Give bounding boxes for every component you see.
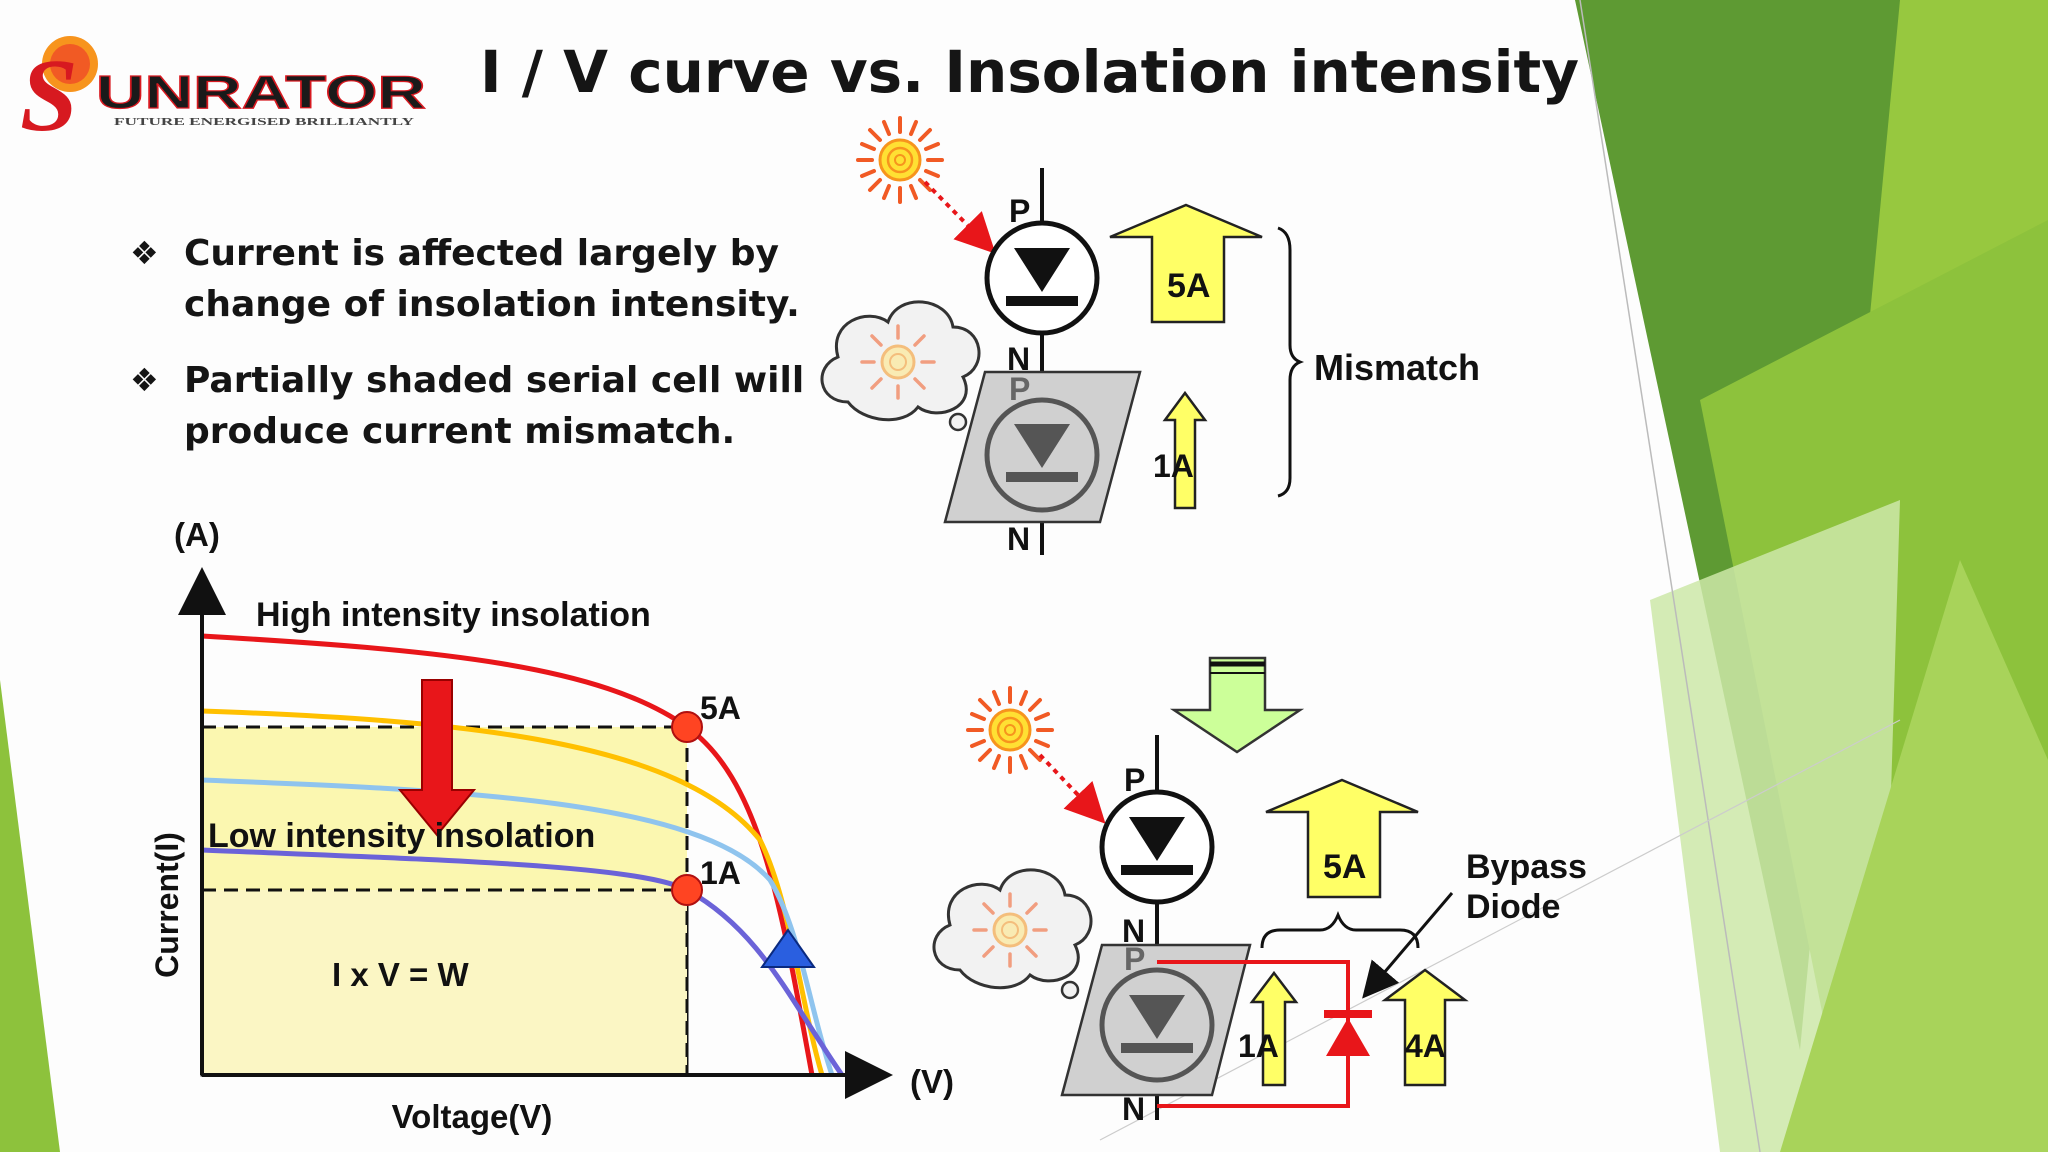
diode-circle-shaded	[1099, 967, 1215, 1083]
diode-circle-shaded	[984, 397, 1100, 513]
green-left-sliver	[0, 680, 60, 1152]
yellow-arrow-4a	[1381, 968, 1469, 1087]
bullet-list: ❖ Current is affected largely by change …	[128, 228, 848, 482]
diode-symbol-shaded	[1014, 424, 1070, 468]
bottom-cell-diagram: P N P N 5A 1A 4A Bypass Diode	[932, 686, 1587, 1127]
logo-tagline: FUTURE ENERGISED BRILLIANTLY	[114, 117, 415, 128]
sunlight-dotted-arrow	[923, 180, 996, 254]
diode-symbol-lit	[1014, 248, 1070, 292]
current-label-4a: 4A	[1405, 1028, 1446, 1064]
diode-symbol-lit	[1129, 817, 1185, 861]
y-axis-label: Current(I)	[149, 832, 185, 978]
diode-symbol-shaded	[1129, 995, 1185, 1039]
diode-bar-lit	[1006, 296, 1078, 306]
n-label: N	[1122, 913, 1145, 949]
bullet-item: ❖ Current is affected largely by change …	[128, 228, 848, 330]
blue-triangle-marker	[760, 928, 816, 968]
mismatch-brace	[1277, 226, 1305, 498]
cloud-icon	[820, 300, 981, 432]
bypass-pointer	[1362, 892, 1454, 999]
max-power-point-high	[671, 711, 703, 743]
deco-line-2	[1099, 719, 1901, 1141]
diamond-bullet-icon: ❖	[130, 234, 159, 272]
red-down-arrow	[397, 679, 477, 837]
bullet-text: Current is affected largely by change of…	[184, 233, 800, 325]
curve-lower-mid	[201, 777, 835, 1076]
p-label: P	[1009, 193, 1030, 229]
bypass-diode-label-line2: Diode	[1466, 888, 1560, 926]
bypass-diode-icon	[1326, 1018, 1370, 1056]
cloud-icon	[932, 868, 1093, 1000]
current-label-1a: 1A	[1238, 1028, 1279, 1064]
power-formula-label: I x V = W	[332, 956, 469, 993]
deco-line	[1579, 0, 1761, 1152]
logo-brand: UNRATOR	[96, 66, 426, 118]
mismatch-label: Mismatch	[1314, 347, 1480, 388]
iv-chart: (A) (V) Current(I) Voltage(V) High inten…	[149, 516, 954, 1135]
point-label-low: 1A	[700, 855, 741, 891]
yellow-arrow-1a	[1249, 970, 1299, 1087]
x-unit-label: (V)	[910, 1063, 954, 1100]
sunlight-dotted-arrow	[1038, 753, 1106, 824]
low-intensity-label: Low intensity insolation	[208, 817, 595, 855]
current-label-5a: 5A	[1323, 848, 1366, 886]
curve-low-intensity	[201, 847, 845, 1077]
high-intensity-label: High intensity insolation	[256, 596, 651, 634]
p-label: P	[1124, 762, 1145, 798]
bullet-text: Partially shaded serial cell will produc…	[184, 360, 805, 452]
current-label-1a: 1A	[1153, 448, 1194, 484]
diode-bar-shaded	[1121, 1043, 1193, 1053]
bypass-diode-bar	[1324, 1010, 1372, 1018]
diode-bar-lit	[1121, 865, 1193, 875]
x-axis-label: Voltage(V)	[392, 1098, 553, 1135]
top-cell-diagram: P N P N 5A 1A Mismatch	[820, 116, 1480, 557]
yellow-arrow-5a	[1109, 203, 1263, 324]
power-area-small	[200, 888, 689, 1077]
p-label-shaded: P	[1009, 371, 1030, 407]
page-title: I / V curve vs. Insolation intensity	[480, 38, 1580, 106]
n-label-bottom: N	[1007, 521, 1030, 557]
max-power-point-low	[671, 874, 703, 906]
logo-initial: S	[20, 38, 78, 144]
n-label-bottom: N	[1122, 1091, 1145, 1127]
diode-bar-shaded	[1006, 472, 1078, 482]
yellow-arrow-1a	[1162, 390, 1208, 510]
n-label: N	[1007, 341, 1030, 377]
yellow-arrow-5a	[1265, 778, 1419, 899]
point-label-high: 5A	[700, 690, 741, 726]
curve-upper-mid	[201, 708, 825, 1076]
sun-icon	[966, 686, 1054, 774]
green-shape-light	[1780, 560, 2048, 1152]
sunrator-logo: S UNRATOR FUTURE ENERGISED BRILLIANTLY	[20, 36, 427, 144]
diamond-bullet-icon: ❖	[130, 361, 159, 399]
transition-down-arrow	[1169, 656, 1305, 754]
p-label-shaded: P	[1124, 941, 1145, 977]
split-brace	[1260, 910, 1420, 949]
bullet-item: ❖ Partially shaded serial cell will prod…	[128, 355, 848, 457]
bypass-diode-label-line1: Bypass	[1466, 848, 1587, 886]
sun-icon	[856, 116, 944, 204]
y-unit-label: (A)	[174, 516, 220, 553]
current-label-5a: 5A	[1167, 267, 1210, 305]
